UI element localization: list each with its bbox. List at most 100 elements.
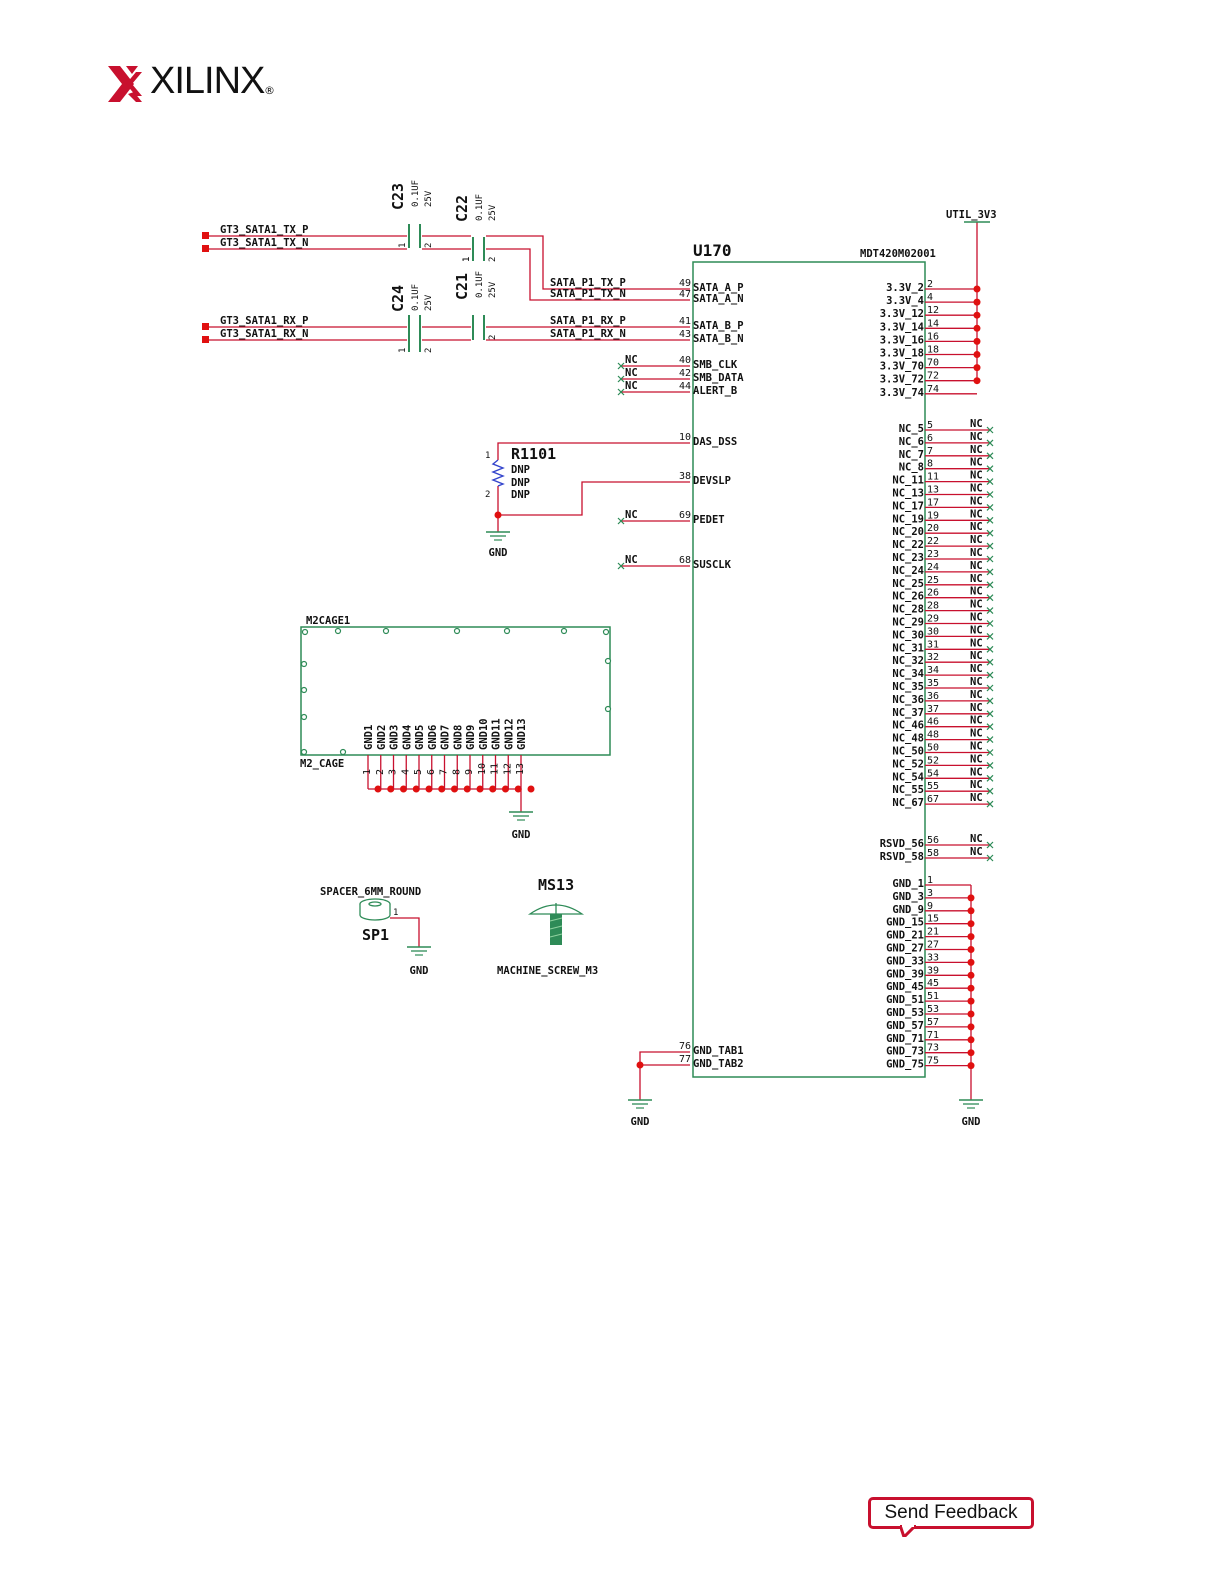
pin-number: 77: [679, 1054, 691, 1065]
pin-number: 11: [490, 763, 501, 775]
pin-name: NC_46: [892, 720, 924, 732]
nc-label: NC: [970, 637, 983, 649]
send-feedback-button[interactable]: Send Feedback: [868, 1497, 1034, 1529]
pin-name: DAS_DSS: [693, 436, 737, 448]
pin-name: 3.3V_12: [880, 308, 924, 320]
pin-name: GND_51: [886, 994, 924, 1006]
pin-name: NC_55: [892, 784, 924, 796]
pin-name: PEDET: [693, 514, 725, 526]
net-label: SATA_P1_RX_N: [550, 328, 626, 340]
pin-number: 55: [927, 781, 939, 792]
pin-number: 10: [477, 763, 488, 775]
pin-number: 1: [927, 875, 933, 886]
no-connect-icon: [986, 594, 994, 602]
no-connect-icon: [986, 439, 994, 447]
cap-ref: C23: [389, 183, 407, 210]
input-port-markers: [202, 232, 209, 343]
pin-number: 44: [679, 381, 691, 392]
cap-ref: C22: [453, 195, 471, 222]
no-connect-icon: [986, 452, 994, 460]
pin-name: NC_7: [899, 449, 924, 461]
u170-body: [692, 261, 926, 1078]
pin-number: 28: [927, 601, 939, 612]
m2cage-pin: GND11: [362, 725, 382, 793]
m2cage-body: [300, 626, 611, 756]
pin-name: GND_27: [886, 943, 924, 955]
brand-name: XILINX: [150, 60, 265, 102]
pin-number: 8: [927, 459, 933, 470]
pin-number: 14: [927, 318, 939, 329]
cap-voltage: 25V: [424, 190, 434, 207]
ground-icon: GND: [959, 1099, 983, 1128]
pin-name: NC_35: [892, 681, 924, 693]
pin-number: 51: [927, 991, 939, 1002]
pin-name: GND_9: [892, 904, 924, 916]
pin-number: 71: [927, 1030, 939, 1041]
pin-number: 4: [927, 292, 933, 303]
pin-number: 41: [679, 316, 691, 327]
pin-number: 18: [927, 345, 939, 356]
pin-number: 7: [927, 446, 933, 457]
spacer-icon: [359, 898, 391, 921]
nc-label: NC: [970, 650, 983, 662]
net-label: GT3_SATA1_TX_N: [220, 237, 309, 249]
no-connect-icon: [986, 632, 994, 640]
no-connect-icon: [986, 723, 994, 731]
no-connect-icon: [986, 465, 994, 473]
pin-number: 38: [679, 471, 691, 482]
ms13-part: MACHINE_SCREW_M3: [497, 965, 598, 977]
pin-name: NC_36: [892, 694, 924, 706]
net-label: SATA_P1_TX_P: [550, 277, 626, 289]
u170-ref: U170: [693, 241, 732, 260]
ground-icon: GND: [407, 946, 431, 977]
pin-name: SUSCLK: [693, 559, 732, 571]
pin-name: NC_11: [892, 475, 924, 487]
pin-name: GND7: [440, 725, 452, 750]
pin-number: 17: [927, 497, 939, 508]
pin-number: 20: [927, 523, 939, 534]
pin-name: NC_17: [892, 500, 924, 512]
pin-number: 16: [927, 331, 939, 342]
u170-part: MDT420M02001: [860, 248, 936, 260]
cap-ref: C24: [389, 285, 407, 312]
r1101-dnp: DNP: [511, 477, 530, 489]
net-label: GT3_SATA1_RX_N: [220, 328, 309, 340]
gnd-label: GND: [962, 1116, 981, 1128]
pin-name: NC_20: [892, 526, 924, 538]
pin-number: 5: [413, 769, 424, 775]
pin-name: 3.3V_2: [886, 282, 924, 294]
no-connect-icon: [986, 645, 994, 653]
pin-number: 34: [927, 665, 939, 676]
pin-name: GND_53: [886, 1007, 924, 1019]
pin-name: DEVSLP: [693, 475, 731, 487]
r1101-wires: [497, 442, 690, 532]
junction-dot: [636, 1061, 644, 1069]
cap-pin: 1: [398, 348, 408, 353]
pin-number: 2: [375, 769, 386, 775]
pin-name: NC_25: [892, 578, 924, 590]
